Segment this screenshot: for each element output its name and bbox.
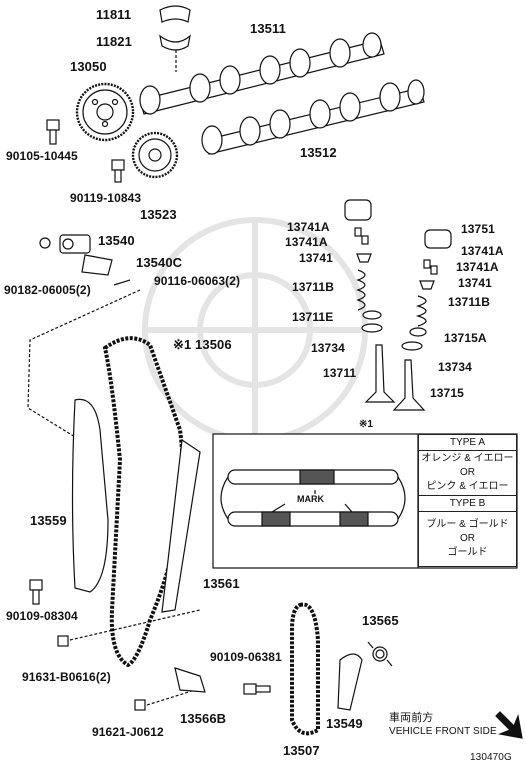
retainer-13741-right xyxy=(419,280,435,290)
bolt-91621 xyxy=(134,699,146,711)
sprocket-13523 xyxy=(131,131,179,179)
label-13565: 13565 xyxy=(362,613,399,628)
label-90109-06381: 90109-06381 xyxy=(210,650,282,664)
direction-en: VEHICLE FRONT SIDE xyxy=(389,726,497,737)
label-13734-left: 13734 xyxy=(311,341,345,355)
leader-dashed-tensioner xyxy=(27,289,141,441)
label-13512: 13512 xyxy=(300,145,337,160)
chain-damper-13566b xyxy=(174,667,206,693)
oil-pump-chain-13507 xyxy=(290,602,320,736)
label-13715a: 13715A xyxy=(444,331,487,345)
camshaft-13511 xyxy=(139,32,385,115)
label-13741a-right-2: 13741A xyxy=(456,260,499,274)
spring-13565 xyxy=(367,641,393,667)
label-91621: 91621-J0612 xyxy=(92,725,164,739)
type-a-or: OR xyxy=(460,467,475,478)
bolt-90109-06381 xyxy=(243,683,271,695)
type-a-heading: TYPE A xyxy=(418,434,517,451)
chain-slipper-13561 xyxy=(161,438,201,613)
label-90182: 90182-06005(2) xyxy=(4,283,91,297)
label-13711e: 13711E xyxy=(292,310,334,324)
chain-type-table: TYPE A オレンジ & イエロー OR ピンク & イエロー TYPE B … xyxy=(418,434,517,567)
label-13566b: 13566B xyxy=(180,711,227,726)
mark-label: MARK xyxy=(295,494,326,504)
label-13734-right: 13734 xyxy=(438,360,472,374)
type-b-or: OR xyxy=(460,533,475,544)
label-90119: 90119-10843 xyxy=(70,191,142,205)
label-13741a-right-1: 13741A xyxy=(461,244,504,258)
bearing-cap-upper xyxy=(159,5,191,23)
label-11821: 11821 xyxy=(96,34,132,49)
label-13715: 13715 xyxy=(430,386,464,400)
chain-mark-illustration xyxy=(220,469,406,527)
type-b-colors-1: ブルー & ゴールド xyxy=(426,519,509,530)
valve-lifter-13751-left xyxy=(344,199,372,221)
label-13561: 13561 xyxy=(203,576,240,591)
label-90109-08304: 90109-08304 xyxy=(6,609,78,623)
label-13741a-left-2: 13741A xyxy=(285,235,328,249)
label-13549: 13549 xyxy=(326,716,363,731)
bolt-90105 xyxy=(46,119,60,145)
label-13711b-left: 13711B xyxy=(292,280,334,294)
label-13540c: 13540C xyxy=(136,255,183,270)
label-13741a-left-1: 13741A xyxy=(287,220,330,234)
label-13751: 13751 xyxy=(461,222,495,236)
chain-guide-13559 xyxy=(71,398,109,593)
keeper-13741a-right xyxy=(423,259,438,275)
type-b-colors: ブルー & ゴールド OR ゴールド xyxy=(418,511,517,567)
label-13741-left: 13741 xyxy=(299,251,333,265)
label-13711b-right: 13711B xyxy=(448,295,490,309)
bolt-90109-08304 xyxy=(29,579,43,605)
label-13711: 13711 xyxy=(323,366,357,380)
note-ref-mark: ※1 xyxy=(359,419,373,430)
direction-jp: 車両前方 xyxy=(389,712,434,724)
bolt-91631 xyxy=(57,635,69,647)
label-13741-right: 13741 xyxy=(458,276,492,290)
label-13507: 13507 xyxy=(283,743,320,758)
valve-lifter-13751 xyxy=(424,229,452,249)
tensioner-arm-13549 xyxy=(337,653,363,711)
camshaft-13512 xyxy=(201,79,425,155)
seal-13715a xyxy=(409,327,427,337)
label-90105: 90105-10445 xyxy=(6,149,78,163)
diagram-code: 130470G xyxy=(470,752,512,763)
label-13523: 13523 xyxy=(140,207,177,222)
type-b-heading: TYPE B xyxy=(418,495,517,512)
label-13511: 13511 xyxy=(250,21,286,36)
label-13559: 13559 xyxy=(30,513,67,528)
type-b-colors-2: ゴールド xyxy=(447,547,488,558)
label-11811: 11811 xyxy=(96,7,132,22)
seat-13734-left xyxy=(361,323,383,333)
valve-spring-13711b-left xyxy=(356,269,366,311)
chain-tensioner-13540 xyxy=(39,234,131,286)
valve-13711 xyxy=(364,344,396,403)
retainer-13741-left xyxy=(356,253,372,263)
bolt-90119 xyxy=(111,159,125,183)
vvt-gear-13050 xyxy=(75,82,135,142)
valve-13715 xyxy=(392,359,426,411)
valve-spring-13711b-right xyxy=(415,295,427,327)
label-13050: 13050 xyxy=(70,59,107,74)
label-13506: ※1 13506 xyxy=(173,337,232,352)
label-91631: 91631-B0616(2) xyxy=(22,670,111,684)
bearing-cap-lower xyxy=(159,34,191,51)
seal-13711e xyxy=(362,310,382,320)
type-a-colors-1: オレンジ & イエロー xyxy=(421,453,514,464)
label-90116: 90116-06063(2) xyxy=(154,274,241,288)
label-13540: 13540 xyxy=(98,233,135,248)
type-a-colors-2: ピンク & イエロー xyxy=(426,481,509,492)
vehicle-front-arrow xyxy=(495,711,523,739)
type-a-colors: オレンジ & イエロー OR ピンク & イエロー xyxy=(418,450,517,496)
timing-chain-13506 xyxy=(102,336,185,668)
seat-13734-right xyxy=(401,341,423,351)
keeper-13741a-left xyxy=(354,227,369,245)
